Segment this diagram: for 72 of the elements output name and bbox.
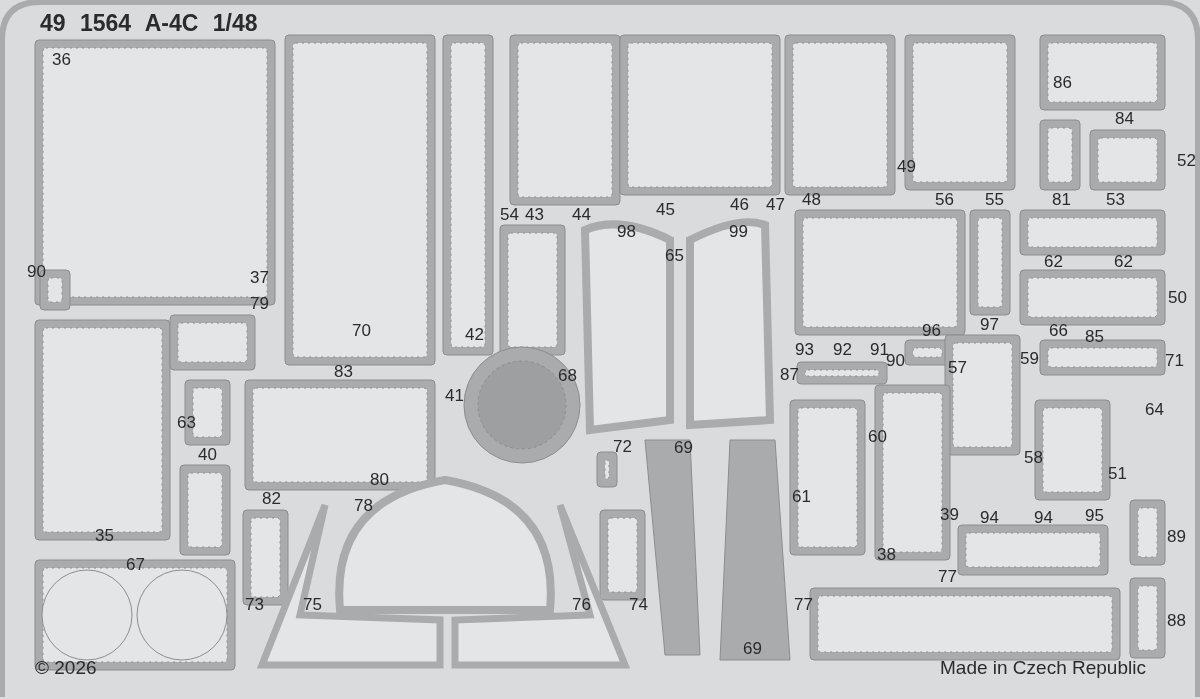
callout-number: 53 — [1106, 190, 1125, 210]
callout-number: 78 — [354, 496, 373, 516]
callout-number: 68 — [558, 366, 577, 386]
callout-number: 58 — [1024, 448, 1043, 468]
callout-number: 54 — [500, 205, 519, 225]
origin-note: Made in Czech Republic — [940, 657, 1146, 679]
callout-number: 79 — [250, 294, 269, 314]
callout-number: 51 — [1108, 464, 1127, 484]
callout-number: 90 — [27, 262, 46, 282]
callout-number: 74 — [629, 595, 648, 615]
callout-number: 63 — [177, 413, 196, 433]
callout-number: 62 — [1044, 252, 1063, 272]
callout-number: 35 — [95, 526, 114, 546]
callout-number: 38 — [877, 545, 896, 565]
callout-number: 46 — [730, 195, 749, 215]
callout-number: 61 — [792, 487, 811, 507]
callout-number: 62 — [1114, 252, 1133, 272]
callout-number: 39 — [940, 505, 959, 525]
callout-number: 77 — [938, 567, 957, 587]
callout-number: 52 — [1177, 151, 1196, 171]
callout-number: 81 — [1052, 190, 1071, 210]
callout-number: 56 — [935, 190, 954, 210]
sheet-title: 49 1564 A-4C 1/48 — [40, 10, 258, 37]
callout-number: 59 — [1020, 349, 1039, 369]
callout-number: 95 — [1085, 506, 1104, 526]
callout-number: 43 — [525, 205, 544, 225]
callout-number: 47 — [766, 195, 785, 215]
callout-number: 50 — [1168, 288, 1187, 308]
callout-number: 69 — [674, 438, 693, 458]
callout-number: 71 — [1165, 351, 1184, 371]
callout-number: 87 — [780, 365, 799, 385]
callout-number: 67 — [126, 555, 145, 575]
callout-number: 80 — [370, 470, 389, 490]
copyright-note: © 2026 — [35, 657, 97, 679]
callout-number: 98 — [617, 222, 636, 242]
callout-number: 44 — [572, 205, 591, 225]
callout-number: 85 — [1085, 327, 1104, 347]
callout-number: 96 — [922, 321, 941, 341]
callout-number: 90 — [886, 351, 905, 371]
callout-number: 41 — [445, 386, 464, 406]
callout-number: 82 — [262, 489, 281, 509]
callout-number: 66 — [1049, 321, 1068, 341]
callout-number: 65 — [665, 246, 684, 266]
callout-number: 84 — [1115, 109, 1134, 129]
callout-number: 55 — [985, 190, 1004, 210]
callout-number: 89 — [1167, 527, 1186, 547]
callout-number: 93 — [795, 340, 814, 360]
callout-number: 72 — [613, 437, 632, 457]
callout-number: 69 — [743, 639, 762, 659]
callout-number: 77 — [794, 595, 813, 615]
callout-number: 70 — [352, 321, 371, 341]
callout-number: 88 — [1167, 611, 1186, 631]
callout-number: 64 — [1145, 400, 1164, 420]
callout-number: 73 — [245, 595, 264, 615]
callout-number: 92 — [833, 340, 852, 360]
callout-number: 57 — [948, 358, 967, 378]
callout-number: 76 — [572, 595, 591, 615]
callout-number: 97 — [980, 315, 999, 335]
callout-number: 40 — [198, 445, 217, 465]
callout-number: 94 — [1034, 508, 1053, 528]
callout-number: 36 — [52, 50, 71, 70]
callout-number: 49 — [897, 157, 916, 177]
callout-number: 75 — [303, 595, 322, 615]
callout-number: 94 — [980, 508, 999, 528]
callout-number: 42 — [465, 325, 484, 345]
callout-number: 83 — [334, 362, 353, 382]
callout-number: 45 — [656, 200, 675, 220]
callout-number: 37 — [250, 268, 269, 288]
callout-number: 48 — [802, 190, 821, 210]
callout-number: 99 — [729, 222, 748, 242]
callout-number: 60 — [868, 427, 887, 447]
callout-number: 86 — [1053, 73, 1072, 93]
